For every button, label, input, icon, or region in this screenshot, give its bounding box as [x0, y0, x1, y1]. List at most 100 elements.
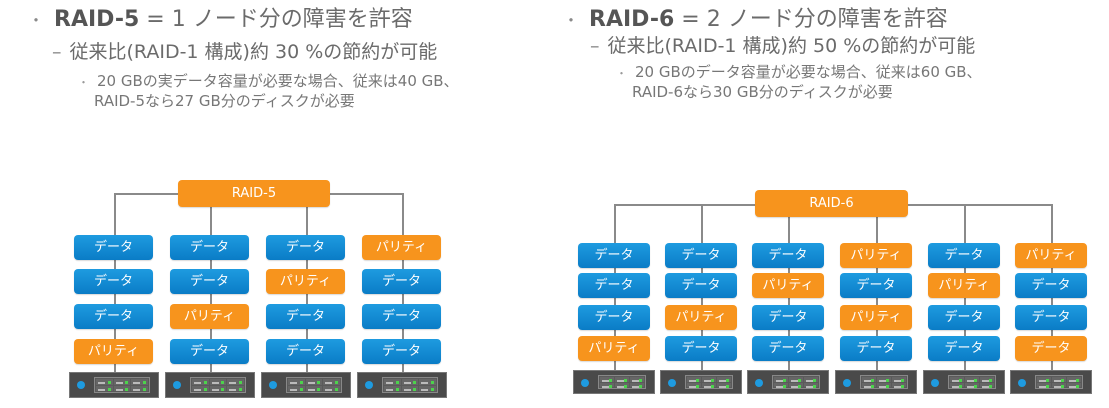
data-block: データ	[1015, 273, 1087, 298]
drive-bay-icon	[401, 379, 419, 385]
raid5-savings-text: 従来比(RAID-1 構成)約 30 %の節約が可能	[69, 41, 438, 63]
bullet-icon: ・	[28, 11, 45, 30]
raid6-heading: ・RAID-6 = 2 ノード分の障害を許容	[563, 6, 948, 35]
raid-level-header: RAID-6	[755, 190, 908, 217]
power-led-icon	[77, 381, 85, 389]
drive-bay-icon	[804, 382, 818, 387]
raid6-detail-text1: 20 GBのデータ容量が必要な場合、従来は60 GB、	[635, 63, 982, 81]
server-node-icon	[165, 372, 255, 398]
data-block: データ	[170, 339, 249, 364]
drive-bay-icon	[323, 385, 340, 391]
parity-block: パリティ	[74, 339, 153, 364]
drive-bays	[382, 377, 438, 393]
drive-bay-icon	[384, 385, 401, 391]
data-block: データ	[266, 235, 345, 260]
server-node-icon	[261, 372, 351, 398]
drive-bay-icon	[687, 377, 701, 382]
data-block: データ	[840, 336, 912, 361]
raid6-heading-strong: RAID-6	[589, 7, 675, 32]
data-block: データ	[752, 305, 824, 330]
drive-bay-icon	[1067, 382, 1081, 387]
server-node-icon	[1010, 370, 1092, 394]
drive-bay-icon	[615, 377, 629, 382]
data-block: データ	[578, 273, 650, 298]
parity-block: パリティ	[266, 269, 345, 294]
parity-block: パリティ	[752, 273, 824, 298]
drive-bay-icon	[950, 382, 964, 387]
data-block: データ	[752, 243, 824, 268]
server-node-icon	[357, 372, 447, 398]
power-led-icon	[173, 381, 181, 389]
drive-bay-icon	[96, 379, 113, 385]
drive-bay-icon	[980, 382, 994, 387]
server-node-icon	[69, 372, 159, 398]
drive-bay-icon	[1037, 382, 1051, 387]
server-node-icon	[835, 370, 917, 394]
drive-bay-icon	[305, 385, 323, 391]
drive-bay-icon	[702, 382, 716, 387]
drive-bays	[286, 377, 342, 393]
drive-bay-icon	[789, 382, 803, 387]
data-block: データ	[362, 304, 441, 329]
data-block: データ	[362, 269, 441, 294]
server-node-icon	[923, 370, 1005, 394]
drive-bays	[948, 375, 996, 389]
data-block: データ	[752, 336, 824, 361]
drive-bays	[860, 375, 908, 389]
data-block: データ	[578, 305, 650, 330]
drive-bay-icon	[131, 379, 148, 385]
parity-block: パリティ	[928, 273, 1000, 298]
drive-bay-icon	[862, 382, 876, 387]
parity-block: パリティ	[578, 336, 650, 361]
data-block: データ	[1015, 305, 1087, 330]
drive-bay-icon	[717, 377, 731, 382]
data-block: データ	[74, 269, 153, 294]
drive-bay-icon	[965, 382, 979, 387]
drive-bay-icon	[192, 379, 209, 385]
raid5-savings: –従来比(RAID-1 構成)約 30 %の節約が可能	[52, 40, 437, 64]
drive-bay-icon	[288, 385, 305, 391]
dash-icon: –	[590, 35, 600, 57]
drive-bay-icon	[615, 382, 629, 387]
raid5-detail-text1: 20 GBの実データ容量が必要な場合、従来は40 GB、	[97, 72, 459, 90]
raid5-detail-line2: RAID-5なら27 GB分のディスクが必要	[94, 92, 355, 110]
drive-bay-icon	[384, 379, 401, 385]
data-block: データ	[266, 304, 345, 329]
drive-bay-icon	[965, 377, 979, 382]
parity-block: パリティ	[362, 235, 441, 260]
parity-block: パリティ	[665, 305, 737, 330]
data-block: データ	[665, 243, 737, 268]
parity-block: データ	[1015, 336, 1087, 361]
drive-bay-icon	[804, 377, 818, 382]
raid5-heading-rest: = 1 ノード分の障害を許容	[139, 7, 413, 32]
drive-bay-icon	[113, 385, 131, 391]
drive-bay-icon	[209, 379, 227, 385]
drive-bay-icon	[209, 385, 227, 391]
drive-bay-icon	[288, 379, 305, 385]
drive-bay-icon	[774, 382, 788, 387]
drive-bay-icon	[950, 377, 964, 382]
drive-bay-icon	[600, 382, 614, 387]
data-block: データ	[74, 235, 153, 260]
drive-bays	[772, 375, 820, 389]
data-block: データ	[170, 269, 249, 294]
data-block: データ	[266, 339, 345, 364]
drive-bays	[1035, 375, 1083, 389]
drive-bays	[685, 375, 733, 389]
drive-bay-icon	[702, 377, 716, 382]
drive-bays	[190, 377, 246, 393]
drive-bay-icon	[1037, 377, 1051, 382]
power-led-icon	[755, 379, 763, 387]
power-led-icon	[843, 379, 851, 387]
drive-bay-icon	[323, 379, 340, 385]
drive-bay-icon	[131, 385, 148, 391]
drive-bay-icon	[419, 385, 436, 391]
drive-bay-icon	[419, 379, 436, 385]
drive-bay-icon	[892, 377, 906, 382]
power-led-icon	[668, 379, 676, 387]
power-led-icon	[365, 381, 373, 389]
drive-bay-icon	[192, 385, 209, 391]
drive-bay-icon	[227, 379, 244, 385]
drive-bay-icon	[1052, 382, 1066, 387]
